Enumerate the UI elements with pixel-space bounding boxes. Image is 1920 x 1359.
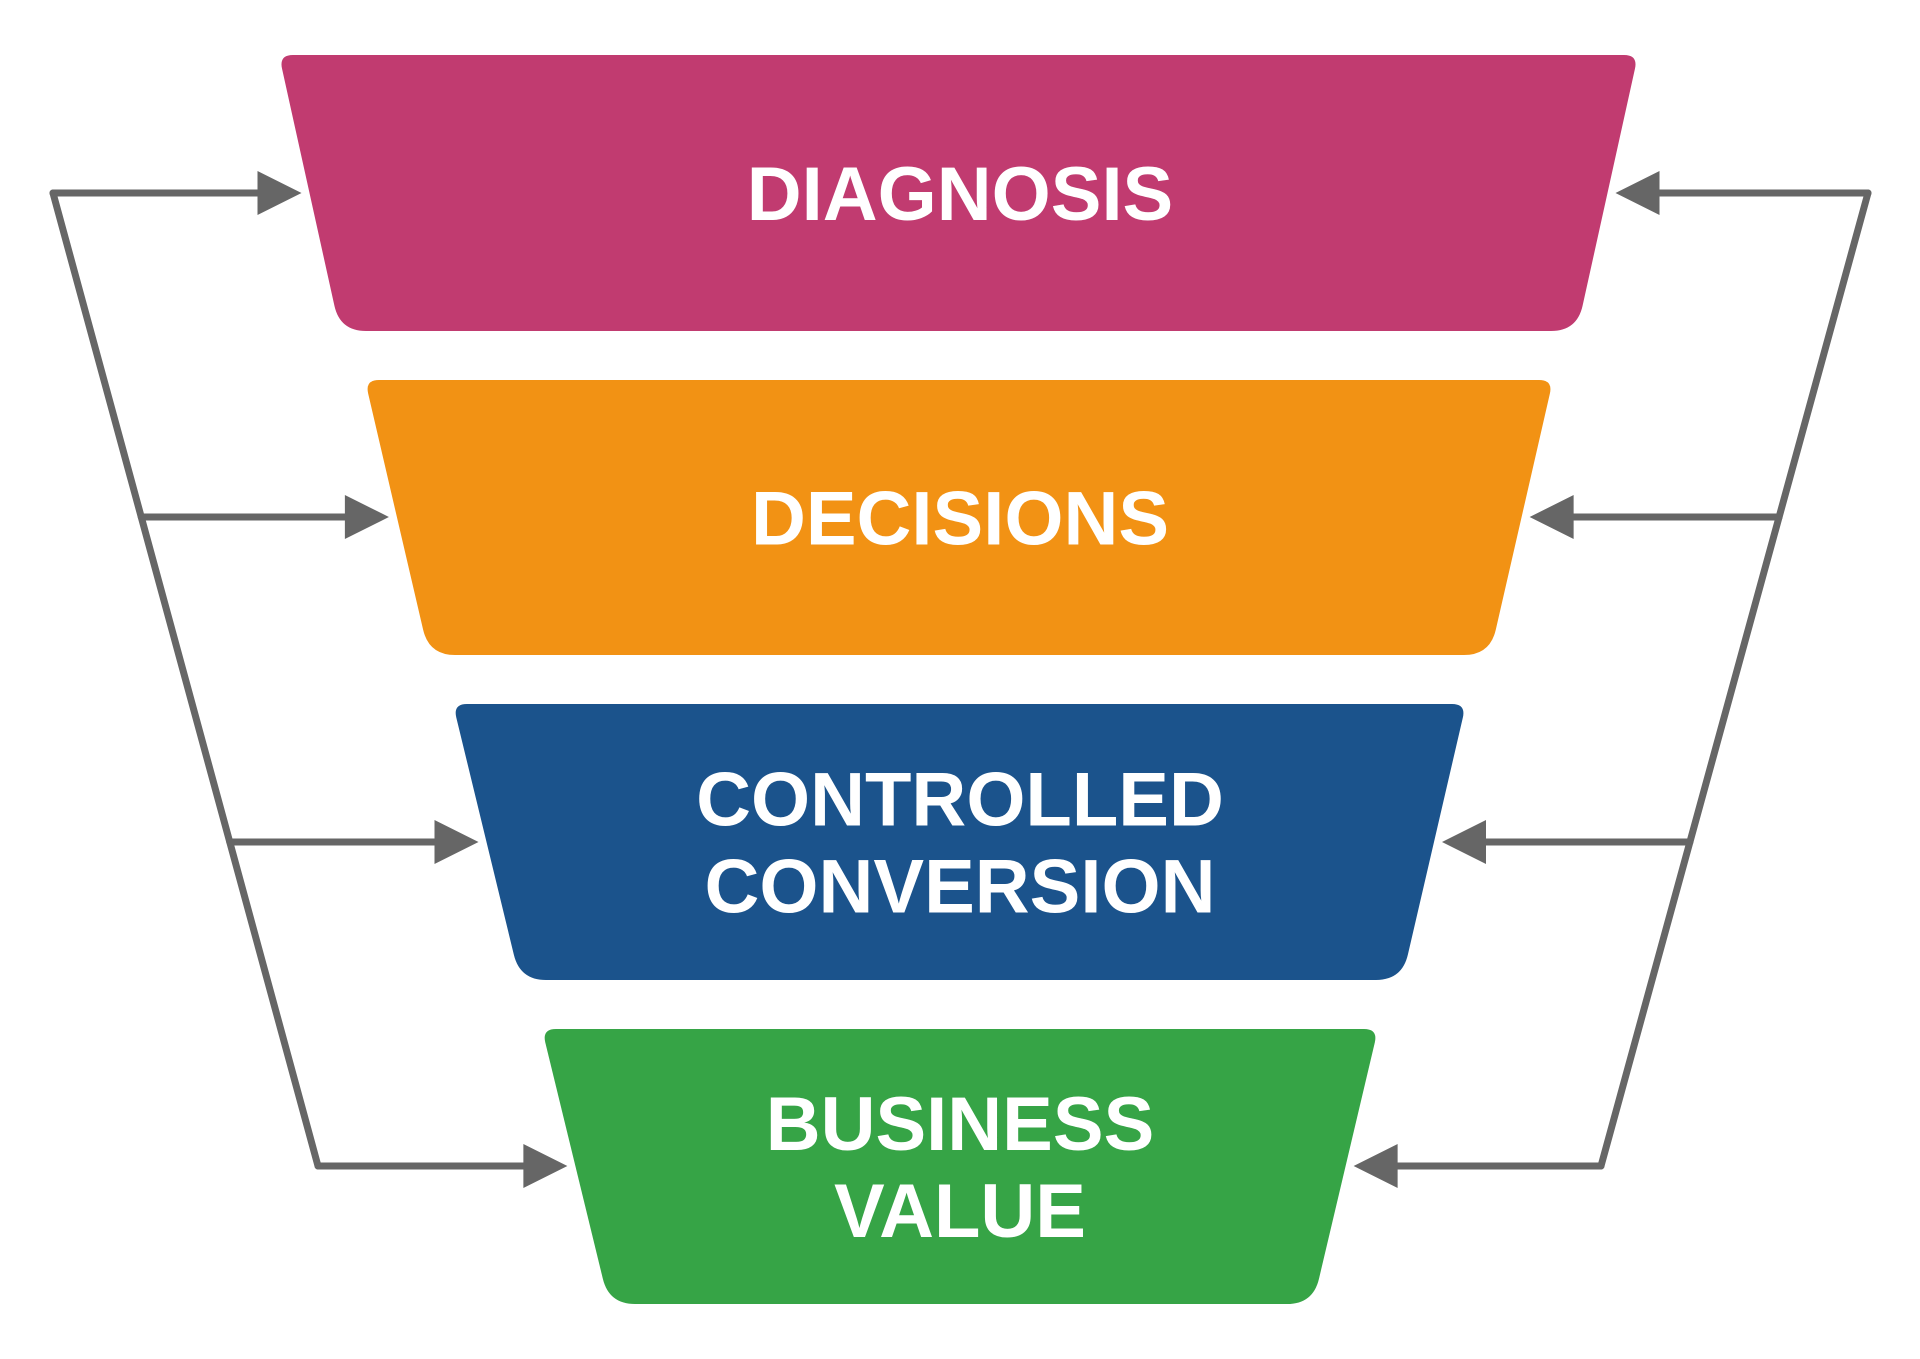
- stage-label-business-value-line-2: VALUE: [834, 1169, 1086, 1254]
- stage-shape-business-value: [544, 1029, 1376, 1304]
- stage-decisions: DECISIONS: [367, 380, 1551, 655]
- stage-diagnosis: DIAGNOSIS: [281, 55, 1636, 331]
- right-feedback-spine: [1597, 189, 1872, 1170]
- stage-shape-controlled-conversion: [455, 704, 1464, 980]
- left-feedback-spine: [49, 189, 322, 1170]
- stage-label-business-value-line-1: BUSINESS: [766, 1082, 1155, 1167]
- arrow-right-icon: [434, 820, 479, 864]
- stage-label-controlled-conversion-line-2: CONVERSION: [705, 845, 1216, 930]
- stage-label-decisions: DECISIONS: [751, 477, 1169, 562]
- stage-label-controlled-conversion-line-1: CONTROLLED: [696, 758, 1224, 843]
- stage-shape-diagnosis: [281, 55, 1636, 331]
- arrow-right-icon: [523, 1144, 568, 1188]
- arrow-left-icon: [1353, 1144, 1398, 1188]
- arrow-right-icon: [344, 495, 389, 539]
- arrow-left-icon: [1442, 820, 1486, 864]
- arrow-right-icon: [257, 171, 302, 215]
- stage-shape-decisions: [367, 380, 1551, 655]
- arrow-left-icon: [1529, 495, 1574, 539]
- arrow-left-icon: [1615, 171, 1660, 215]
- stage-label-diagnosis: DIAGNOSIS: [747, 152, 1174, 237]
